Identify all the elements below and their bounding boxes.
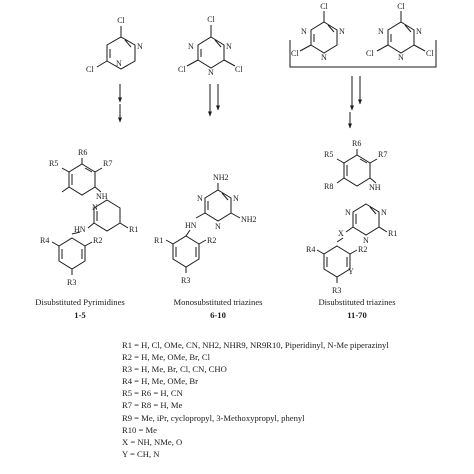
mono-triazine-n1: N bbox=[197, 194, 203, 203]
dichlorotriazine-b-structure bbox=[376, 11, 426, 54]
mono-triazine-r1: R1 bbox=[154, 236, 163, 245]
pyrimidine-n2: N bbox=[116, 59, 122, 68]
pyrimidine-caption: Disubstituted Pyrimidines bbox=[35, 297, 125, 307]
definition-r7-r8: R7 = R8 = H, Me bbox=[122, 400, 183, 411]
dichlorotriazine-a-cl-left: Cl bbox=[291, 49, 299, 58]
dichlorotriazine-a-structure bbox=[299, 11, 338, 54]
triazine-n2: N bbox=[188, 42, 194, 51]
di-triazine-r1: R1 bbox=[388, 229, 397, 238]
di-triazine-r4: R4 bbox=[306, 245, 315, 254]
mono-triazine-nh2-right: NH2 bbox=[241, 215, 257, 224]
pyrimidine-r1: R1 bbox=[129, 225, 138, 234]
pyrimidine-cl-top: Cl bbox=[117, 16, 125, 25]
pyrimidine-r7: R7 bbox=[103, 159, 112, 168]
dichlorotriazine-b-n3: N bbox=[398, 53, 404, 62]
dichlorotriazine-b-cl-left: Cl bbox=[366, 49, 374, 58]
di-triazine-n1: N bbox=[345, 208, 351, 217]
pyrimidine-r4: R4 bbox=[40, 236, 49, 245]
triazine-n1: N bbox=[226, 42, 232, 51]
pyrimidine-r3: R3 bbox=[67, 278, 76, 287]
definition-r10: R10 = Me bbox=[122, 424, 157, 435]
triazine-cl-top: Cl bbox=[207, 15, 215, 24]
mono-triazine-hn: HN bbox=[185, 221, 197, 230]
mono-triazine-caption: Monosubstituted triazines bbox=[173, 297, 263, 307]
di-triazine-r8: R8 bbox=[324, 182, 333, 191]
mono-triazine-product-structure bbox=[165, 183, 241, 273]
di-triazine-r7: R7 bbox=[378, 150, 387, 159]
di-triazine-caption: Disubstituted triazines bbox=[318, 297, 396, 307]
pyrimidine-r2: R2 bbox=[93, 236, 102, 245]
trichlorotriazine-structure bbox=[186, 25, 236, 69]
pyrimidine-product-structure bbox=[51, 158, 129, 275]
pyrimidine-ring-n: N bbox=[92, 203, 98, 212]
dichlorotriazine-b-cl-top: Cl bbox=[397, 2, 405, 11]
di-triazine-r6: R6 bbox=[352, 139, 361, 148]
dichlorotriazine-a-cl-top: Cl bbox=[320, 2, 328, 11]
definition-r3: R3 = H, Me, Br, Cl, CN, CHO bbox=[122, 364, 227, 375]
mono-triazine-r3: R3 bbox=[181, 276, 190, 285]
dichlorotriazine-b-n2: N bbox=[378, 27, 384, 36]
di-triazine-x: X bbox=[338, 229, 344, 238]
pyrimidine-cl-left: Cl bbox=[86, 65, 94, 74]
definition-r1: R1 = H, Cl, OMe, CN, NH2, NHR9, NR9R10, … bbox=[122, 340, 389, 350]
definition-r5-r6: R5 = R6 = H, CN bbox=[122, 388, 183, 399]
definition-y: Y = CH, N bbox=[122, 448, 160, 459]
di-triazine-r3: R3 bbox=[332, 286, 341, 295]
dichloropyrimidine-structure bbox=[96, 26, 136, 70]
mono-triazine-n3: N bbox=[215, 222, 221, 231]
di-triazine-n2: N bbox=[381, 208, 387, 217]
triazine-cl-left: Cl bbox=[178, 65, 186, 74]
di-triazine-product-structure bbox=[316, 149, 388, 283]
pyrimidine-hn: HN bbox=[74, 225, 86, 234]
pyrimidine-r5: R5 bbox=[49, 159, 58, 168]
triazine-n3: N bbox=[208, 68, 214, 77]
pyrimidine-n1: N bbox=[137, 42, 143, 51]
di-triazine-range: 11-70 bbox=[347, 310, 367, 320]
definition-r4: R4 = H, Me, OMe, Br bbox=[122, 376, 198, 387]
di-triazine-n3: N bbox=[363, 236, 369, 245]
reagent-group-bracket bbox=[289, 40, 437, 68]
mono-triazine-r2: R2 bbox=[207, 236, 216, 245]
di-triazine-r5: R5 bbox=[324, 150, 333, 159]
dichlorotriazine-b-cl-right: Cl bbox=[426, 49, 434, 58]
definition-r9: R9 = Me, iPr, cyclopropyl, 3-Methoxyprop… bbox=[122, 412, 305, 423]
dichlorotriazine-a-n2: N bbox=[301, 27, 307, 36]
pyrimidine-nh: NH bbox=[96, 192, 108, 201]
mono-triazine-n2: N bbox=[233, 194, 239, 203]
dichlorotriazine-a-n3: N bbox=[321, 53, 327, 62]
mono-triazine-nh2-top: NH2 bbox=[213, 173, 229, 182]
pyrimidine-range: 1-5 bbox=[74, 310, 85, 320]
di-triazine-r2: R2 bbox=[358, 245, 367, 254]
mono-triazine-range: 6-10 bbox=[210, 310, 226, 320]
definition-r2: R2 = H, Me, OMe, Br, Cl bbox=[122, 352, 211, 363]
dichlorotriazine-a-n1: N bbox=[339, 27, 345, 36]
substituent-definitions: R1 = H, Cl, OMe, CN, NH2, NHR9, NR9R10, … bbox=[122, 339, 472, 460]
di-triazine-y: Y bbox=[348, 267, 354, 276]
dichlorotriazine-b-n1: N bbox=[416, 27, 422, 36]
triazine-cl-right: Cl bbox=[235, 65, 243, 74]
di-triazine-nh: NH bbox=[369, 183, 381, 192]
definition-x: X = NH, NMe, O bbox=[122, 436, 183, 447]
pyrimidine-r6: R6 bbox=[78, 148, 87, 157]
